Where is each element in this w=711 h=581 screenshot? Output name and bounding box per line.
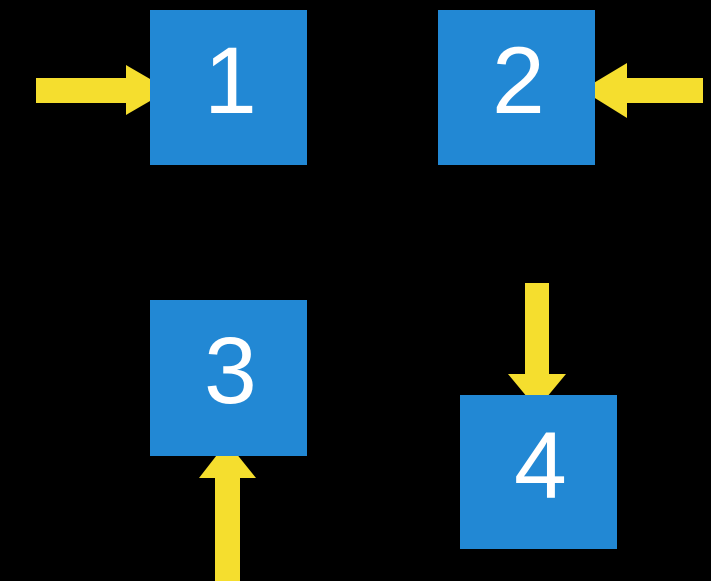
node-2-label: 2: [492, 28, 545, 134]
arrow-down-shape: [508, 283, 566, 409]
arrow-left-shape: [582, 63, 703, 118]
node-4[interactable]: 4: [460, 395, 617, 549]
node-1-label: 1: [204, 28, 257, 134]
node-3-label: 3: [204, 318, 257, 424]
node-2[interactable]: 2: [438, 10, 595, 165]
node-4-label: 4: [514, 413, 567, 519]
arrow-right-shape: [36, 65, 169, 115]
node-3[interactable]: 3: [150, 300, 307, 456]
node-1[interactable]: 1: [150, 10, 307, 165]
arrow-up-shape: [199, 442, 256, 581]
